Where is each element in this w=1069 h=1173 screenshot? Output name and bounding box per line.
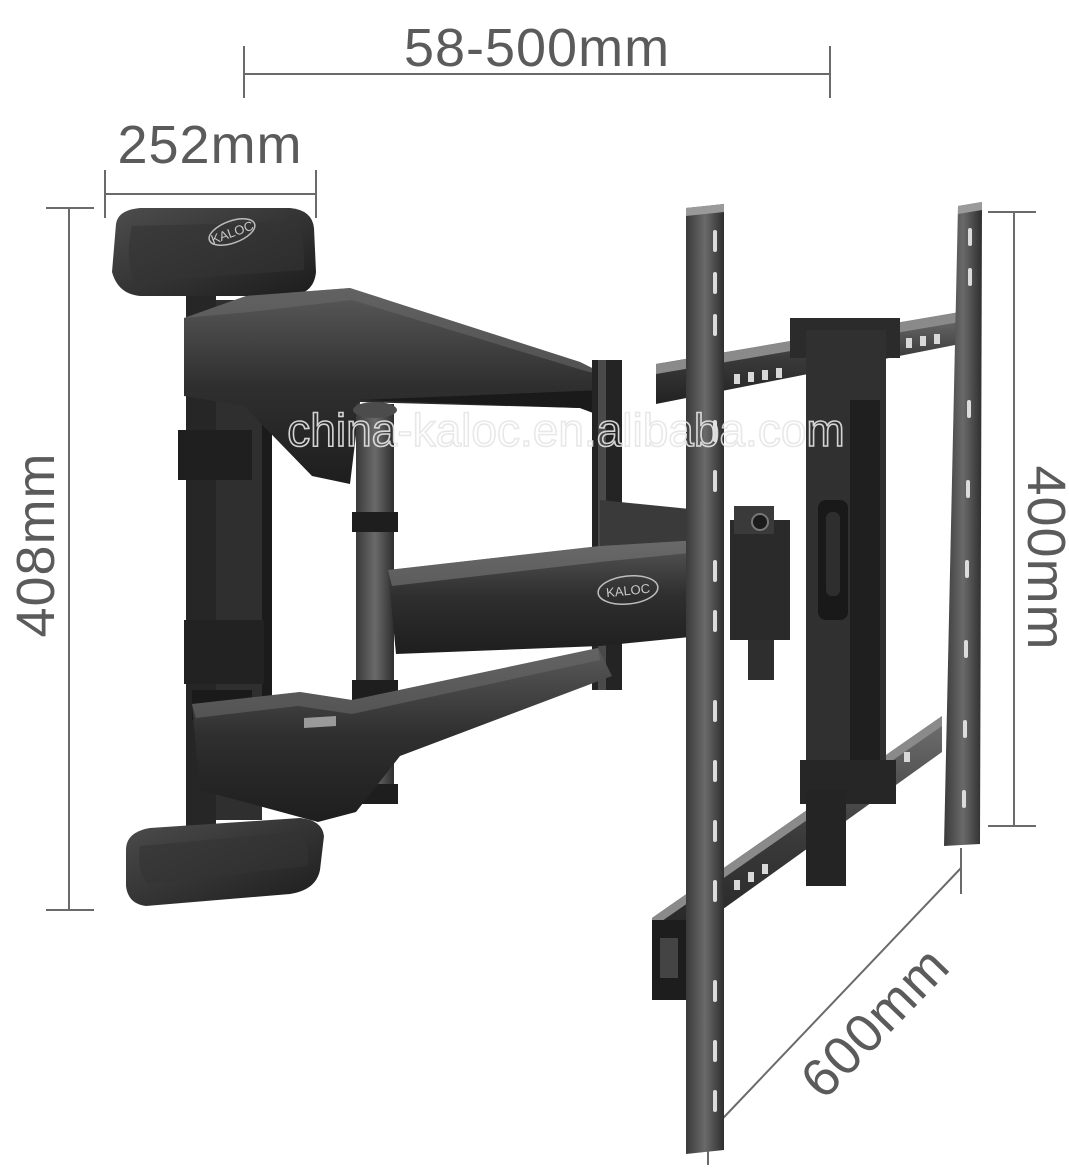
left-bar-slots — [713, 230, 717, 1112]
center-frame — [790, 318, 900, 886]
tilt-head — [730, 506, 790, 680]
lower-arm — [192, 648, 612, 822]
upper-rail-slots — [734, 334, 940, 384]
vesa-horizontal-dimension: 600mm — [707, 848, 962, 1165]
extension-dimension: 58-500mm — [243, 18, 831, 98]
front-arm: KALOC — [388, 500, 720, 654]
wall-plate-top-cap: KALOC — [112, 208, 316, 296]
watermark: china-kaloc.en.alibaba.com — [287, 404, 844, 456]
wall-plate-bottom-cap — [126, 818, 324, 906]
right-bar-slots — [962, 228, 972, 808]
kaloc-logo-arm-text: KALOC — [605, 581, 650, 601]
vesa-vertical-label: 400mm — [1016, 465, 1069, 650]
wall-plate-height-label: 408mm — [6, 452, 66, 637]
wall-plate-height-dimension: 408mm — [6, 207, 94, 911]
wall-plate-width-label: 252mm — [117, 115, 302, 175]
vesa-vertical-dimension: 400mm — [988, 211, 1069, 827]
left-tv-bar — [686, 204, 724, 1154]
extension-label: 58-500mm — [404, 18, 670, 78]
wall-plate-width-dimension: 252mm — [104, 115, 317, 218]
kaloc-logo-arm: KALOC — [597, 574, 659, 606]
right-tv-bar — [944, 202, 982, 846]
